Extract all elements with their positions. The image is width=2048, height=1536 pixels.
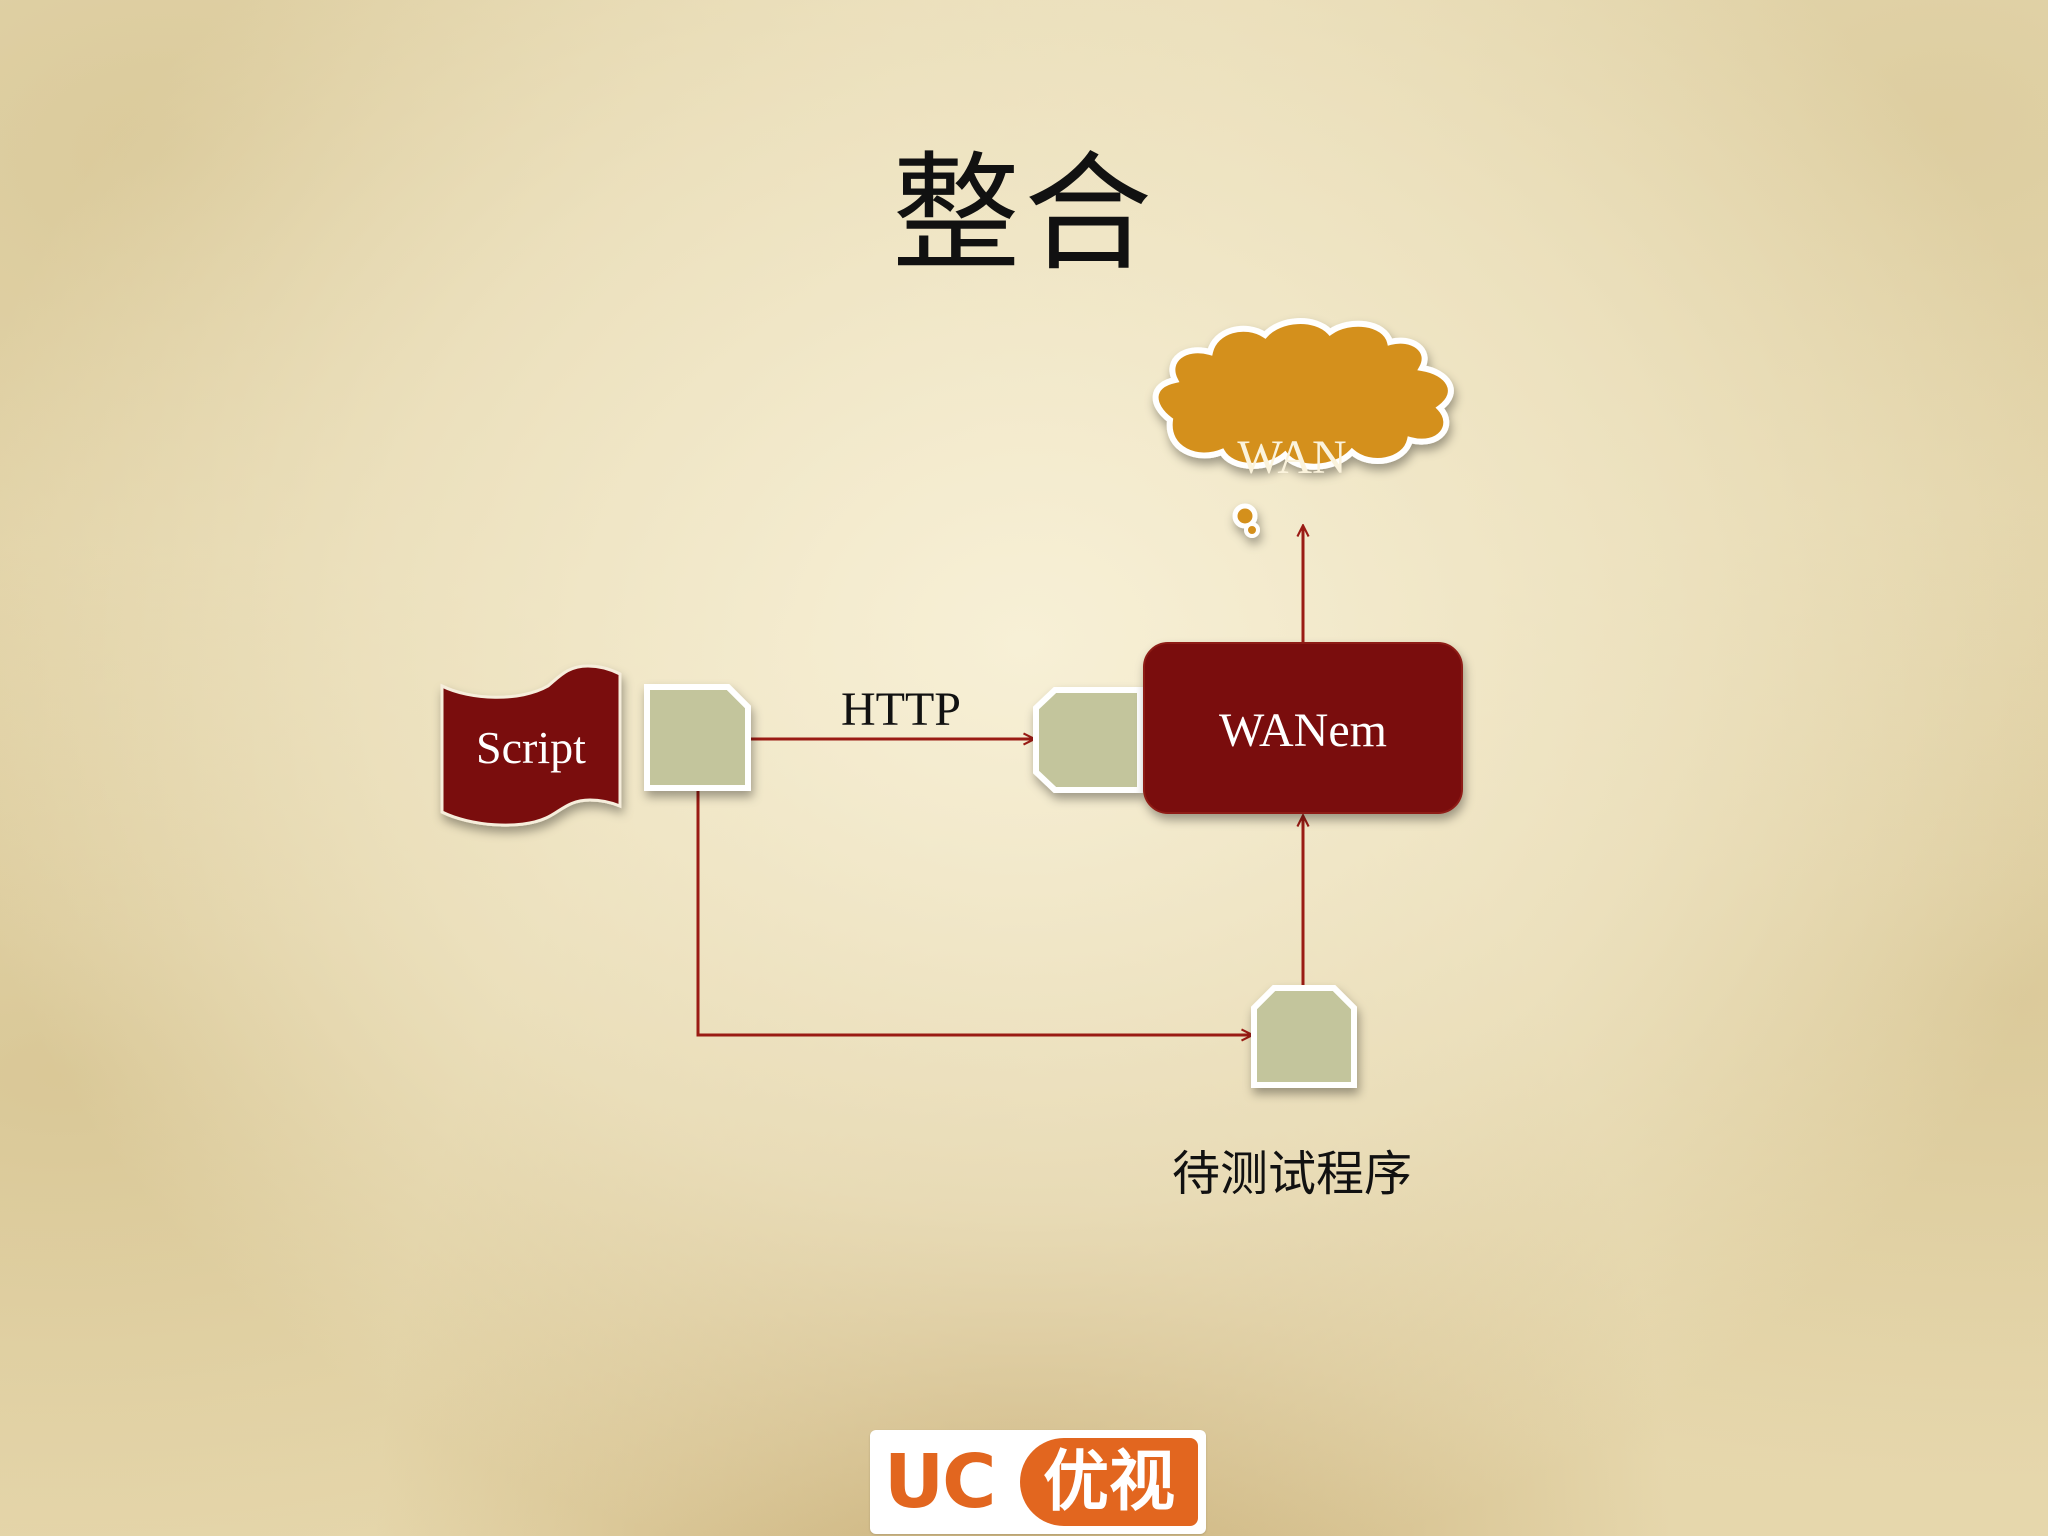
app-port [1251, 985, 1357, 1088]
logo-badge: 优视 [1020, 1438, 1198, 1526]
http-label: HTTP [841, 683, 961, 736]
wanem-node [1143, 642, 1463, 814]
wan-cloud [1152, 318, 1454, 538]
slide-title: 整合 [891, 140, 1156, 289]
wanem-label: WANem [1219, 704, 1387, 757]
script-label: Script [476, 722, 586, 773]
logo-uc-text: UC [884, 1439, 996, 1525]
script-node [440, 664, 622, 827]
uc-logo: UC 优视 [870, 1430, 1206, 1534]
script-to-app-arrow [696, 790, 1252, 1035]
logo-cn-text: 优视 [1043, 1443, 1175, 1520]
wan-label: WAN [1237, 431, 1346, 484]
script-port [644, 684, 751, 791]
app-under-test-label: 待测试程序 [1172, 1146, 1412, 1202]
wanem-input-port [1033, 687, 1143, 793]
